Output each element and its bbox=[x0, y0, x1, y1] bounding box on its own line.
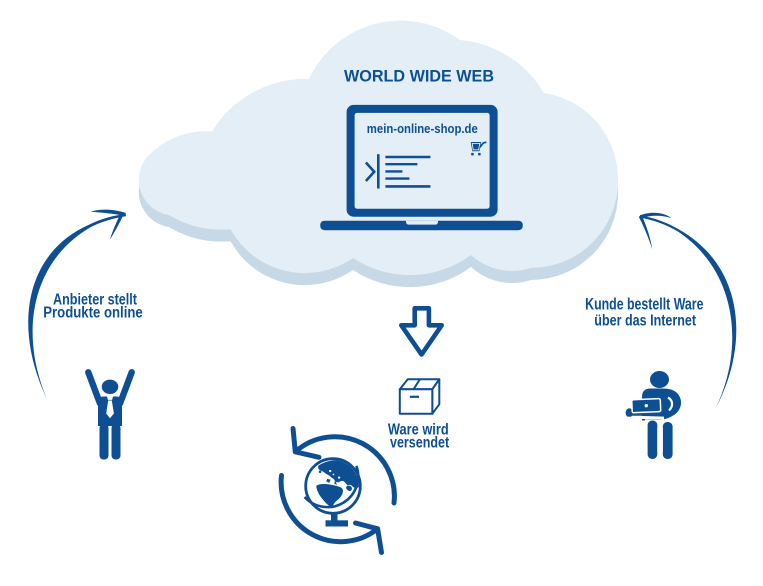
svg-text:Anbieter stellt: Anbieter stellt bbox=[53, 292, 138, 309]
svg-text:Ware wird: Ware wird bbox=[388, 421, 449, 438]
svg-text:Kunde bestellt Ware: Kunde bestellt Ware bbox=[585, 295, 703, 313]
svg-text:versendet: versendet bbox=[390, 435, 450, 452]
svg-text:über das Internet: über das Internet bbox=[594, 312, 696, 329]
svg-text:WORLD WIDE WEB: WORLD WIDE WEB bbox=[344, 67, 494, 86]
svg-text:Produkte online: Produkte online bbox=[43, 304, 143, 321]
svg-text:mein-online-shop.de: mein-online-shop.de bbox=[367, 122, 478, 136]
